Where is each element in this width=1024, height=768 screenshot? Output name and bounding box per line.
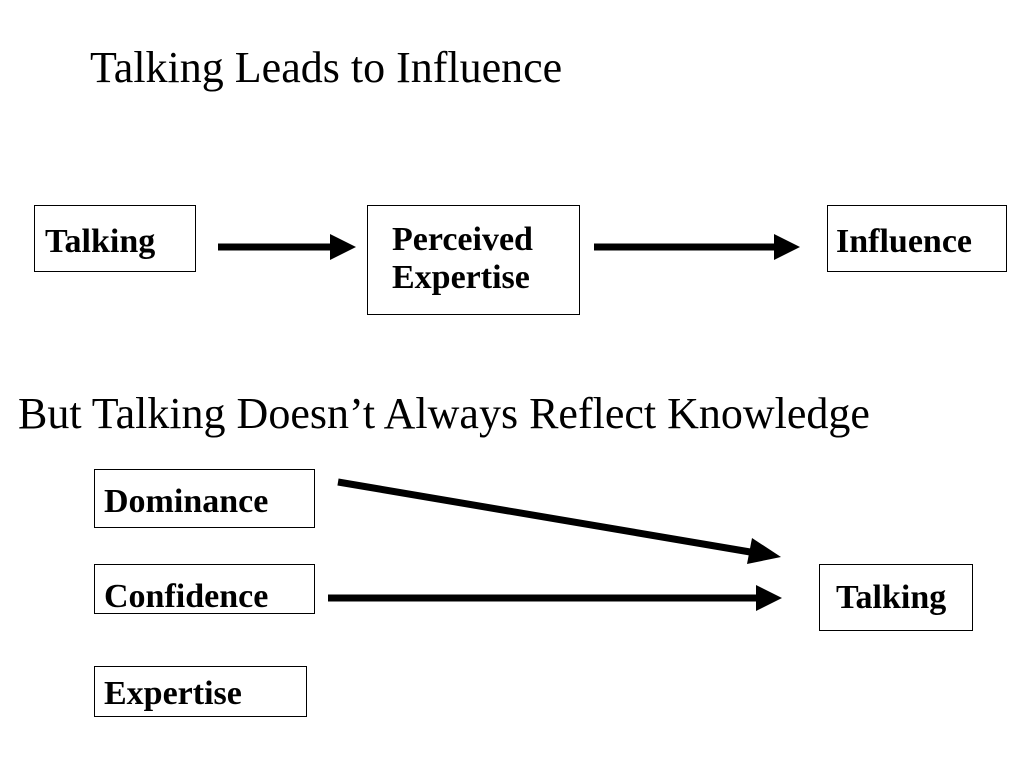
box-perceived-label-line2: Expertise — [392, 259, 530, 296]
box-perceived-expertise: Perceived Expertise — [367, 205, 580, 315]
box-confidence-label: Confidence — [104, 578, 269, 615]
box-talking-outcome: Talking — [819, 564, 973, 631]
arrowhead-confidence-to-talking — [756, 585, 782, 611]
box-dominance-label: Dominance — [104, 483, 269, 520]
box-influence-label: Influence — [836, 223, 972, 260]
box-talking: Talking — [34, 205, 196, 272]
section2-title: But Talking Doesn’t Always Reflect Knowl… — [18, 389, 870, 438]
box-expertise: Expertise — [94, 666, 307, 717]
box-confidence: Confidence — [94, 564, 315, 615]
arrow-dominance-to-talking — [337, 478, 763, 558]
arrowhead-talking-to-perceived — [330, 234, 356, 260]
box-expertise-label: Expertise — [104, 675, 242, 712]
box-influence: Influence — [827, 205, 1007, 272]
arrowhead-dominance-to-talking — [747, 538, 781, 564]
box-perceived-label-line1: Perceived — [392, 221, 533, 258]
box-talking-outcome-label: Talking — [836, 579, 947, 616]
box-dominance: Dominance — [94, 469, 315, 528]
box-talking-label: Talking — [45, 223, 156, 260]
section1-title: Talking Leads to Influence — [90, 43, 563, 92]
arrowhead-perceived-to-influence — [774, 234, 800, 260]
